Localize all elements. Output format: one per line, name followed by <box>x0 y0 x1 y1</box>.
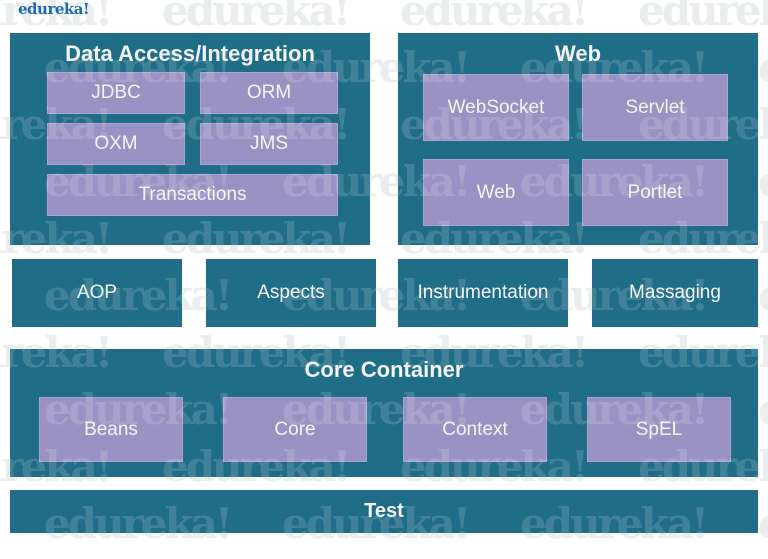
module-websocket: WebSocket <box>423 74 569 141</box>
module-test: Test <box>10 490 758 533</box>
watermark-text: edureka! <box>758 275 768 317</box>
section-title-core-container: Core Container <box>304 357 464 382</box>
module-context: Context <box>403 397 547 462</box>
watermark-text: edureka! <box>758 161 768 203</box>
module-web: Web <box>423 159 569 226</box>
module-massaging: Massaging <box>592 259 758 327</box>
watermark-text: edureka! <box>758 503 768 545</box>
watermark-text: edureka! <box>758 389 768 431</box>
section-title-web: Web <box>554 41 602 66</box>
module-oxm: OXM <box>47 123 185 165</box>
watermark-text: edureka! <box>758 47 768 89</box>
watermark-text: edureka! <box>162 0 351 35</box>
watermark-text: edureka! <box>638 0 768 35</box>
module-core: Core <box>223 397 367 462</box>
module-portlet: Portlet <box>582 159 728 226</box>
section-title-data-access: Data Access/Integration <box>65 41 315 66</box>
module-transactions: Transactions <box>47 174 338 216</box>
section-web: Web WebSocket Servlet Web Portlet <box>398 33 758 245</box>
module-beans: Beans <box>39 397 183 462</box>
watermark-text: edureka! <box>758 389 768 431</box>
module-instrumentation: Instrumentation <box>398 259 568 327</box>
module-servlet: Servlet <box>582 74 728 141</box>
watermark-text: edureka! <box>400 0 589 35</box>
module-jdbc: JDBC <box>47 72 185 114</box>
watermark-text: edureka! <box>638 0 768 35</box>
watermark-text: edureka! <box>162 0 351 35</box>
watermark-text: edureka! <box>758 275 768 317</box>
edureka-logo: edureka! <box>18 0 90 18</box>
module-spel: SpEL <box>587 397 731 462</box>
watermark-text: edureka! <box>758 47 768 89</box>
watermark-text: edureka! <box>400 0 589 35</box>
module-aspects: Aspects <box>206 259 376 327</box>
section-core-container: Core Container Beans Core Context SpEL <box>10 349 758 477</box>
module-orm: ORM <box>200 72 338 114</box>
module-jms: JMS <box>200 123 338 165</box>
watermark-text: edureka! <box>758 161 768 203</box>
watermark-text: edureka! <box>758 503 768 545</box>
section-data-access-integration: Data Access/Integration JDBC ORM OXM JMS… <box>10 33 370 245</box>
module-aop: AOP <box>12 259 182 327</box>
